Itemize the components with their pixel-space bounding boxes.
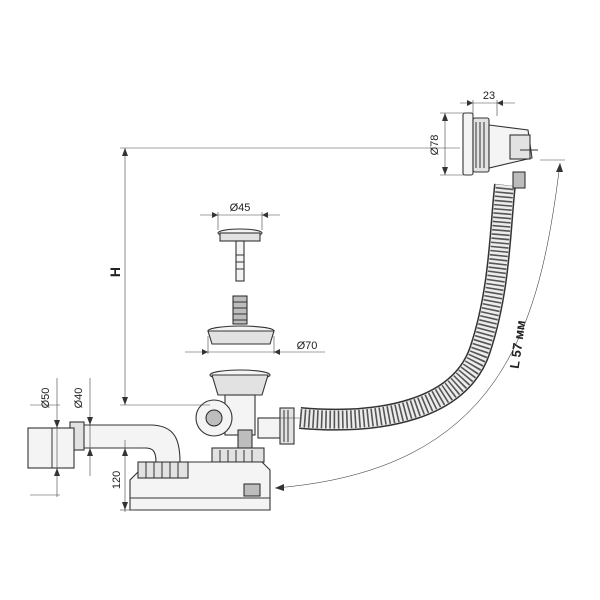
trap-body xyxy=(129,461,271,511)
waste-flange xyxy=(207,325,275,345)
dim-outlet-diameter-small: Ø40 xyxy=(73,378,93,476)
dim-outlet-height: 120 xyxy=(111,440,140,512)
dim-overflow-width: 23 xyxy=(460,90,515,116)
overflow-head xyxy=(462,112,538,189)
dim-overflow-diameter: Ø78 xyxy=(429,112,468,176)
flexible-hose xyxy=(299,183,516,431)
length-label: L 57 мм xyxy=(507,319,529,369)
spring-mechanism xyxy=(232,295,248,325)
dim-length: L 57 мм xyxy=(274,159,565,491)
overflow-diameter-label: Ø78 xyxy=(429,135,441,156)
waste-body xyxy=(195,369,295,463)
dim-waste-diameter: Ø70 xyxy=(185,336,325,355)
dim-outlet-diameter-large: Ø50 xyxy=(30,378,60,497)
outlet-diameter-large-label: Ø50 xyxy=(40,388,52,409)
click-clack-plug xyxy=(217,228,263,282)
overflow-width-label: 23 xyxy=(483,90,495,102)
dim-height: H xyxy=(107,147,460,406)
waste-diameter-label: Ø70 xyxy=(297,340,318,352)
outlet-elbow xyxy=(27,421,181,469)
outlet-diameter-small-label: Ø40 xyxy=(73,388,85,409)
outlet-height-label: 120 xyxy=(111,471,123,489)
plug-diameter-label: Ø45 xyxy=(230,202,251,214)
height-label: H xyxy=(107,267,123,277)
dim-plug-diameter: Ø45 xyxy=(200,202,280,230)
